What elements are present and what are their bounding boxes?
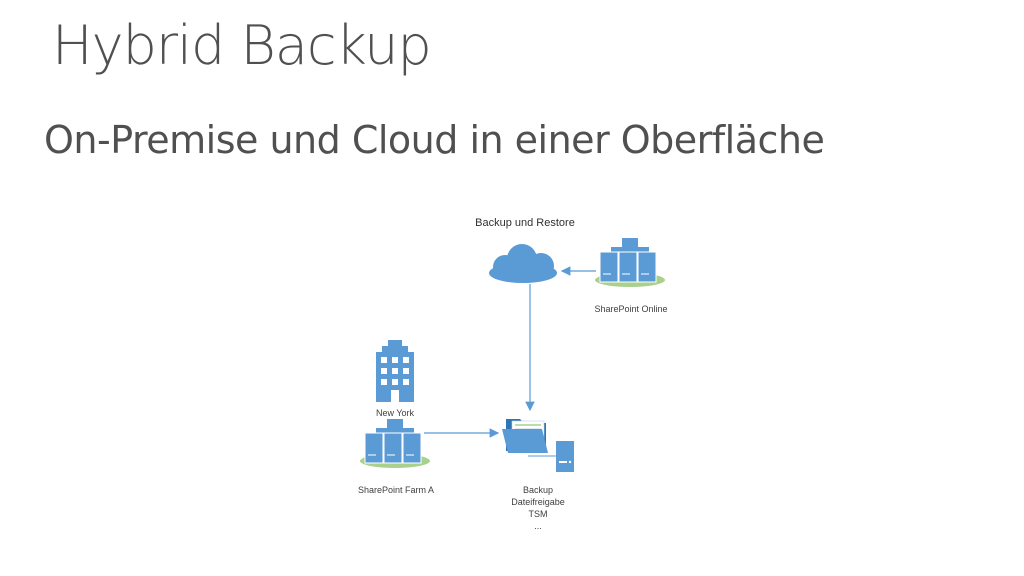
slide-subtitle: On-Premise und Cloud in einer Oberfläche: [44, 118, 825, 162]
server-cluster-icon: [595, 238, 665, 287]
cloud-icon: [489, 244, 557, 283]
target-label-more: ...: [534, 521, 542, 531]
folder-icon: [502, 419, 548, 453]
office-building-icon: [376, 340, 414, 402]
target-label-dateifreigabe: Dateifreigabe: [511, 497, 565, 507]
server-icon: [556, 441, 574, 472]
server-cluster-icon: [360, 419, 430, 468]
slide-title: Hybrid Backup: [52, 14, 432, 77]
sharepoint-farm-label: SharePoint Farm A: [358, 485, 434, 495]
target-label-backup: Backup: [523, 485, 553, 495]
sharepoint-online-label: SharePoint Online: [594, 304, 667, 314]
diagram-heading: Backup und Restore: [475, 217, 575, 229]
target-label-tsm: TSM: [529, 509, 548, 519]
new-york-label: New York: [376, 408, 415, 418]
